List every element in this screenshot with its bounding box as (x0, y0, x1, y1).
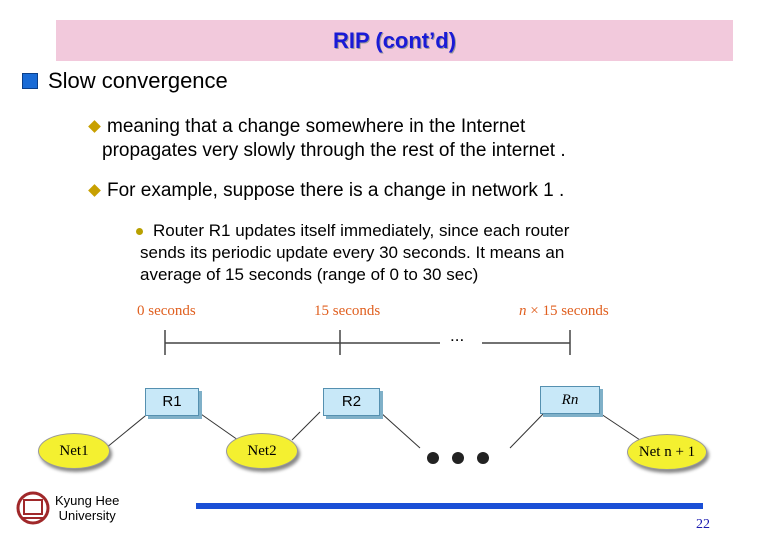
ellipsis-dot (477, 452, 489, 464)
network-net2: Net2 (226, 433, 298, 469)
router-r1: R1 (145, 388, 199, 416)
sub-bullet-text-3: For example, suppose there is a change i… (107, 180, 565, 201)
router-rn: Rn (540, 386, 600, 414)
square-bullet-icon (22, 73, 38, 89)
footer-line-1: Kyung Hee (55, 493, 120, 508)
timeline-label-15: 15 seconds (314, 303, 381, 319)
network-net-n-plus-1: Net n + 1 (627, 434, 707, 470)
sub-bullet-example: For example, suppose there is a change i… (88, 179, 565, 203)
sub-bullet-text-1: meaning that a change somewhere in the I… (107, 116, 526, 137)
slide-title: RIP (cont’d) (332, 28, 457, 53)
title-bar: RIP (cont’d) (56, 20, 733, 61)
detail-text-3: average of 15 seconds (range of 0 to 30 … (140, 265, 479, 284)
footer-line-2: University (58, 508, 116, 523)
bullet-slow-convergence: Slow convergence (22, 68, 228, 94)
sub-bullet-meaning: meaning that a change somewhere in the I… (88, 115, 566, 163)
footer-divider (196, 503, 703, 509)
timeline-label-0: 0 seconds (137, 303, 196, 319)
timeline-ellipsis: ... (450, 326, 465, 345)
bullet-text: Slow convergence (48, 68, 228, 93)
sub-sub-bullet: Router R1 updates itself immediately, si… (136, 220, 569, 286)
university-logo-icon (16, 491, 50, 525)
ellipsis-dot (452, 452, 464, 464)
dot-bullet-icon (136, 228, 143, 236)
ellipsis-dot (427, 452, 439, 464)
timeline-label-n: n × 15 seconds (519, 303, 609, 319)
footer-university: Kyung Hee University (55, 493, 119, 523)
network-net1: Net1 (38, 433, 110, 469)
page-number: 22 (696, 517, 710, 532)
detail-text-2: sends its periodic update every 30 secon… (140, 243, 565, 262)
router-r2: R2 (323, 388, 380, 416)
sub-bullet-text-2: propagates very slowly through the rest … (102, 140, 566, 161)
detail-text-1: Router R1 updates itself immediately, si… (153, 221, 570, 240)
